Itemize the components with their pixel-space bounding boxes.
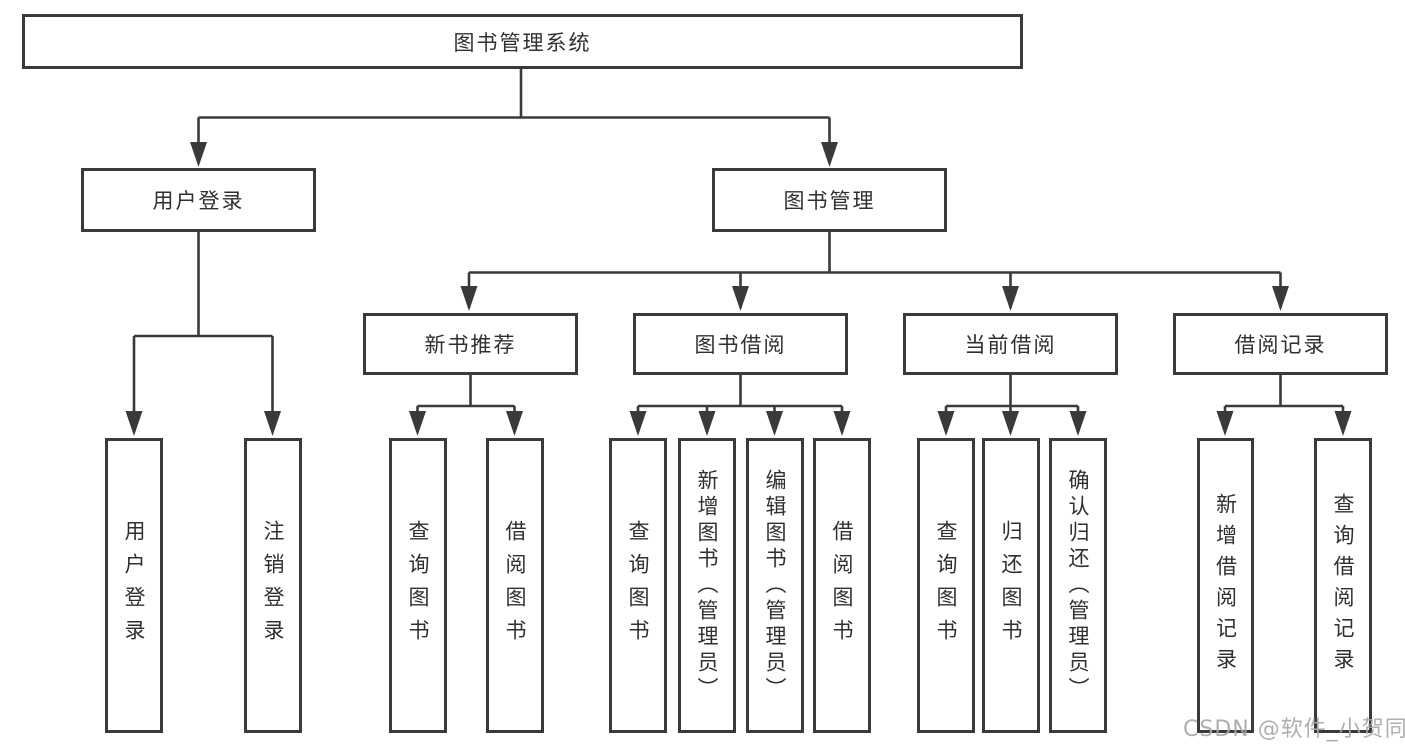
node-label: 确认归还（管理员） [1066,468,1090,703]
csdn-watermark: CSDN @软件_小贺同学 [1183,717,1405,742]
node-label: 用户登录 [152,189,245,213]
leaf-add-borrow-record: 新增借阅记录 [1197,438,1254,733]
arrowheads [125,142,1352,436]
node-label: 图书管理系统 [453,30,592,55]
leaf-edit-book-admin: 编辑图书（管理员） [746,438,804,733]
node-label: 查询借阅记录 [1331,492,1355,679]
leaf-logout: 注销登录 [244,438,302,733]
leaf-add-book-admin: 新增图书（管理员） [678,438,736,733]
node-label: 查询图书 [934,519,958,652]
leaf-borrow-books-borrow: 借阅图书 [813,438,871,733]
node-label: 用户登录 [122,519,146,652]
node-label: 当前借阅 [964,333,1057,357]
node-current-borrowing: 当前借阅 [903,313,1118,375]
leaf-query-borrow-record: 查询借阅记录 [1314,438,1372,733]
node-borrowing-records: 借阅记录 [1173,313,1388,375]
leaf-query-books-recommend: 查询图书 [389,438,447,733]
leaf-borrow-books-recommend: 借阅图书 [486,438,544,733]
node-label: 借阅图书 [503,519,527,652]
node-book-borrowing: 图书借阅 [633,313,848,375]
node-user-login: 用户登录 [81,168,316,232]
node-book-management: 图书管理 [712,168,947,232]
leaf-return-book: 归还图书 [982,438,1040,733]
node-new-book-recommendation: 新书推荐 [363,313,578,375]
node-label: 借阅图书 [830,519,854,652]
node-label: 查询图书 [626,519,650,652]
node-label: 图书借阅 [694,333,787,357]
node-label: 新增图书（管理员） [695,468,719,703]
leaf-query-books-current: 查询图书 [917,438,975,733]
node-label: 新增借阅记录 [1213,492,1238,679]
node-label: 借阅记录 [1234,333,1327,357]
node-label: 归还图书 [999,519,1023,652]
leaf-confirm-return-admin: 确认归还（管理员） [1049,438,1107,733]
node-label: 编辑图书（管理员） [763,468,787,703]
leaf-query-books-borrow: 查询图书 [609,438,667,733]
node-label: 查询图书 [406,519,430,652]
leaf-user-login: 用户登录 [105,438,163,733]
node-label: 新书推荐 [424,333,517,357]
node-library-management-system: 图书管理系统 [22,14,1023,69]
node-label: 注销登录 [261,519,285,652]
node-label: 图书管理 [783,189,876,213]
